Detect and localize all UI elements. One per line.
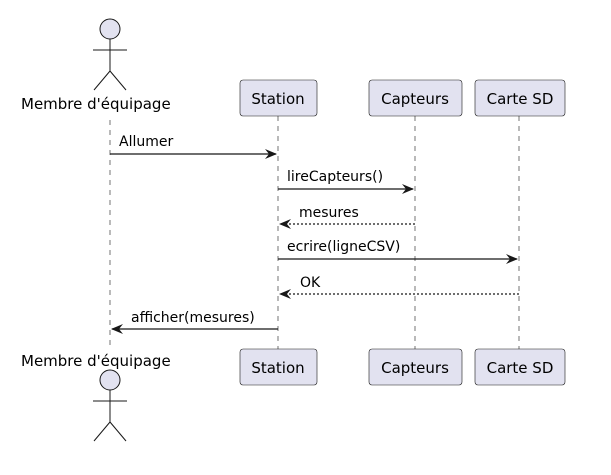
- actor-crew-bottom: [93, 369, 127, 442]
- participant-station-bottom: Station: [239, 348, 318, 386]
- message-mesures: mesures: [279, 205, 415, 229]
- message-ok: OK: [279, 275, 519, 299]
- message-label: mesures: [299, 205, 359, 221]
- message-label: ecrire(ligneCSV): [287, 239, 400, 255]
- message-label: afficher(mesures): [131, 310, 255, 326]
- participant-label-station-top: Station: [251, 90, 304, 108]
- participant-label-carte-sd-top: Carte SD: [487, 90, 554, 108]
- message-allumer: Allumer: [110, 134, 277, 159]
- participant-label-carte-sd-bottom: Carte SD: [487, 359, 554, 377]
- message-ecrire: ecrire(ligneCSV): [278, 239, 518, 264]
- message-label: OK: [300, 275, 321, 291]
- message-label: Allumer: [119, 134, 173, 150]
- actor-head-icon: [99, 369, 121, 391]
- participant-capteurs-bottom: Capteurs: [368, 348, 463, 386]
- participant-carte-sd-top: Carte SD: [474, 79, 566, 117]
- participant-label-crew-top: Membre d'équipage: [21, 95, 171, 113]
- message-lire-capteurs: lireCapteurs(): [278, 169, 414, 194]
- actor-head-icon: [99, 18, 121, 40]
- participant-capteurs-top: Capteurs: [368, 79, 463, 117]
- participant-station-top: Station: [239, 79, 318, 117]
- actor-crew-top: [93, 18, 127, 91]
- participant-label-station-bottom: Station: [251, 359, 304, 377]
- message-afficher: afficher(mesures): [111, 310, 278, 334]
- participant-label-capteurs-bottom: Capteurs: [381, 359, 449, 377]
- participant-label-capteurs-top: Capteurs: [381, 90, 449, 108]
- participant-carte-sd-bottom: Carte SD: [474, 348, 566, 386]
- message-label: lireCapteurs(): [287, 169, 383, 185]
- participant-label-crew-bottom: Membre d'équipage: [21, 352, 171, 370]
